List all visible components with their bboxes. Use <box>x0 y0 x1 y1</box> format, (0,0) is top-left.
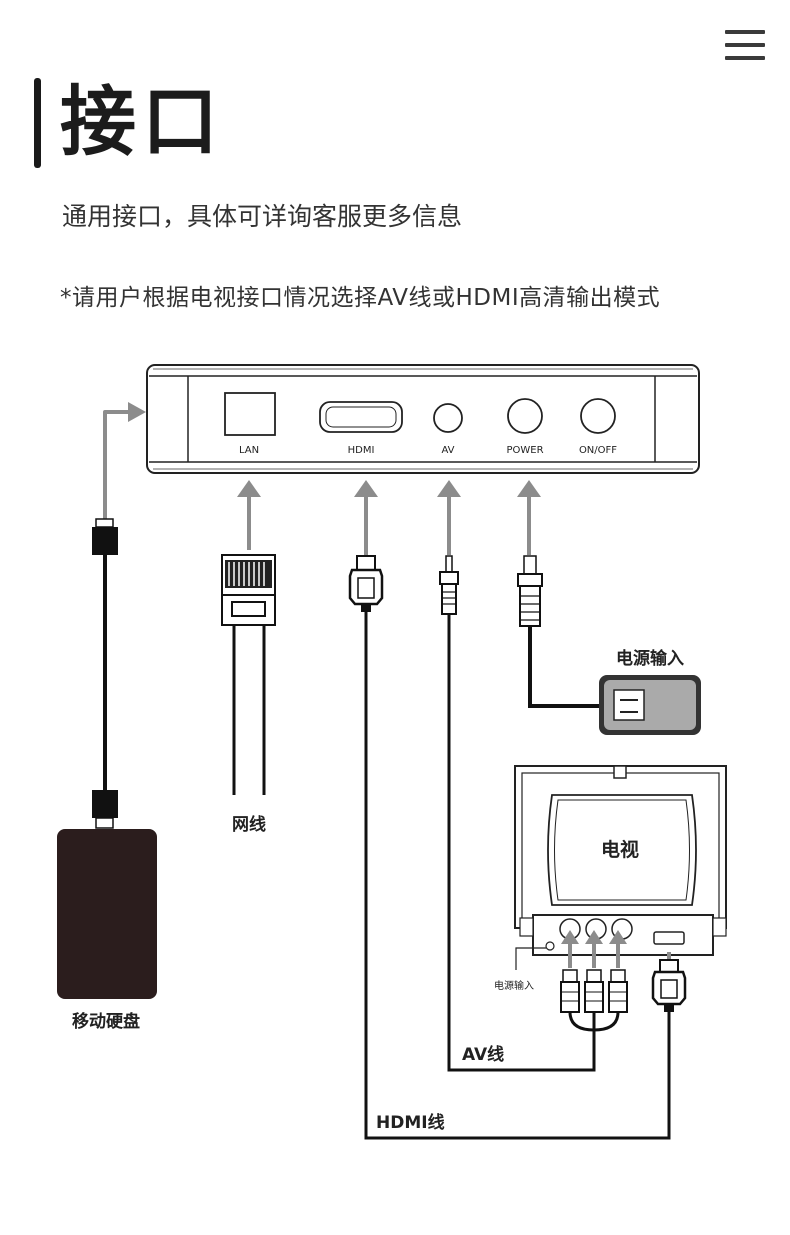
hamburger-menu-icon-bar <box>725 30 765 34</box>
lan-port <box>224 392 276 436</box>
lan-plug <box>221 554 276 626</box>
on-off-button <box>580 398 616 434</box>
usb-cable <box>92 518 118 829</box>
port-label-power: POWER <box>506 445 543 456</box>
hdmi-plug <box>348 555 384 612</box>
port-label-hdmi: HDMI <box>348 445 375 456</box>
power-outlet <box>599 675 701 735</box>
lan-cable <box>232 625 266 795</box>
hard-drive-label: 移动硬盘 <box>72 1011 140 1032</box>
power-input-label: 电源输入 <box>616 648 684 669</box>
av-cable <box>447 614 596 1072</box>
tv-power-callout <box>515 947 546 970</box>
network-cable-label: 网线 <box>232 814 266 835</box>
tv <box>514 765 727 956</box>
hamburger-menu-icon-bar <box>725 56 765 60</box>
hamburger-menu-icon-bar <box>725 43 765 47</box>
hard-drive <box>57 829 157 999</box>
device-box <box>146 364 700 474</box>
usb-arrow <box>103 410 132 520</box>
av-plug <box>439 555 459 615</box>
tv-power-input-label: 电源输入 <box>494 979 534 992</box>
page-note: *请用户根据电视接口情况选择AV线或HDMI高清输出模式 <box>60 285 661 311</box>
hdmi-port <box>319 401 403 433</box>
tv-label: 电视 <box>601 838 639 861</box>
rca-plugs <box>560 969 628 1032</box>
av-port <box>433 403 463 433</box>
input-arrows <box>103 410 531 555</box>
tv-arrows <box>568 942 671 968</box>
hdmi-cable-label: HDMI线 <box>376 1112 445 1133</box>
tv-arrow-heads <box>561 930 627 944</box>
arrow-heads <box>128 402 541 497</box>
hdmi-port-inner <box>325 406 397 428</box>
port-label-lan: LAN <box>239 445 259 456</box>
page-subtitle: 通用接口，具体可详询客服更多信息 <box>62 202 463 231</box>
menu-button[interactable] <box>722 28 768 62</box>
tv-hdmi-plug <box>651 959 687 1012</box>
title-accent-bar <box>34 78 41 168</box>
port-label-av: AV <box>441 445 454 456</box>
power-plug <box>517 555 543 627</box>
power-cable <box>528 626 600 708</box>
hdmi-cable <box>364 612 671 1140</box>
port-label-on-off: ON/OFF <box>579 445 617 456</box>
page-title: 接口 <box>60 77 224 166</box>
av-cable-label: AV线 <box>462 1044 504 1065</box>
power-port <box>507 398 543 434</box>
